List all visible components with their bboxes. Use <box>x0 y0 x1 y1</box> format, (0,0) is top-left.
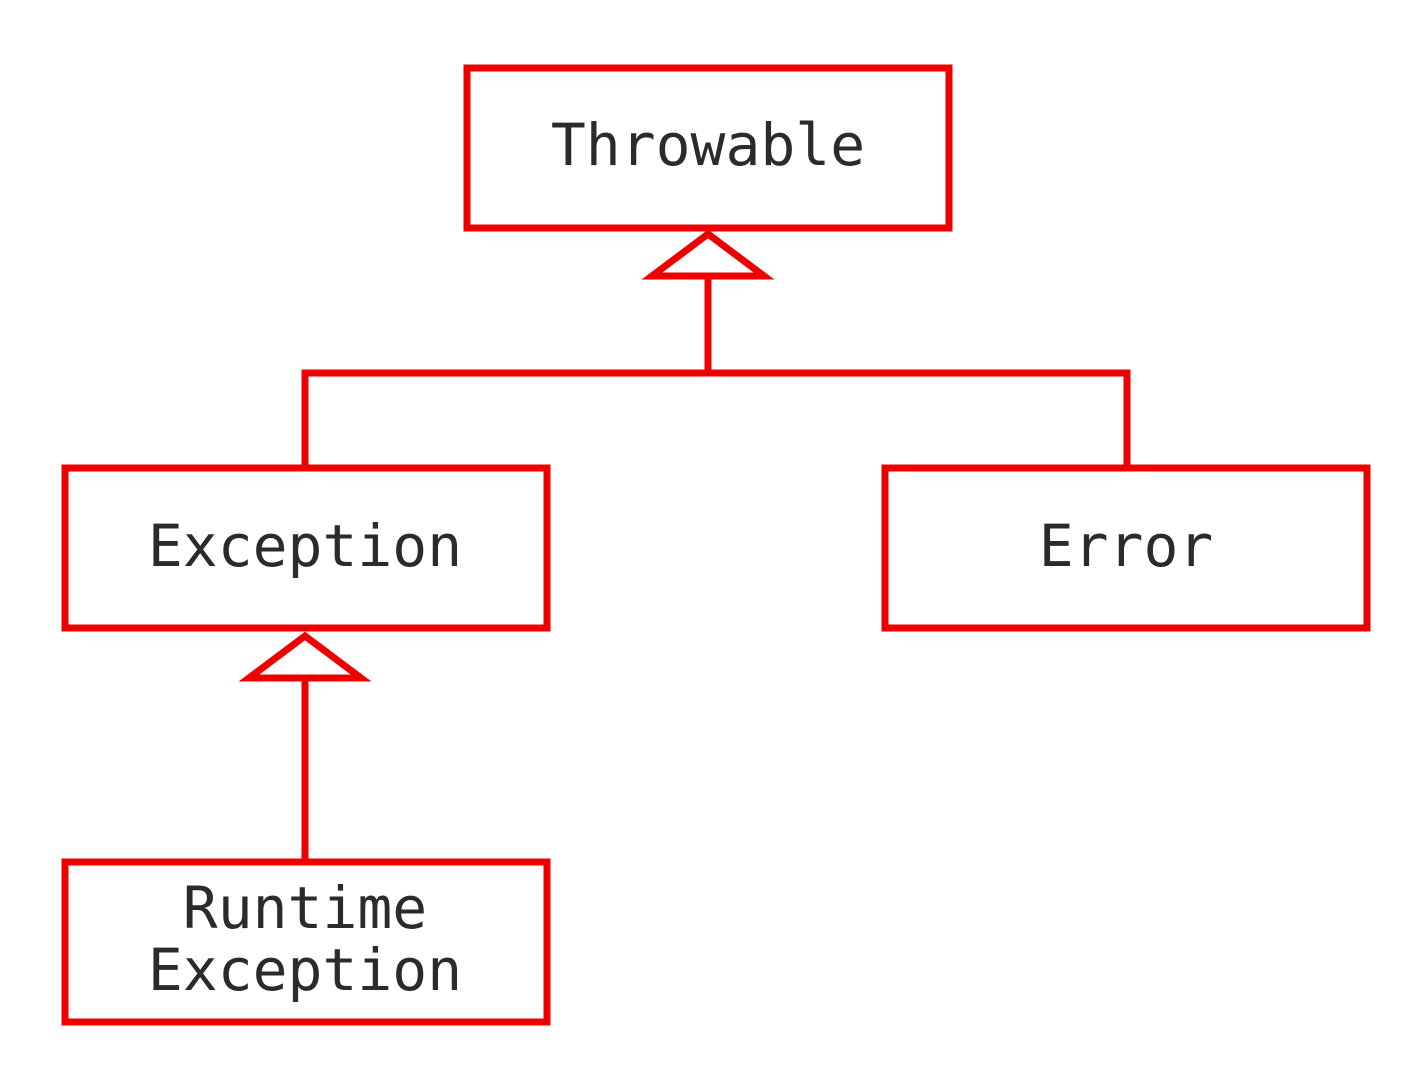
node-throwable-box <box>463 64 953 232</box>
node-throwable: Throwable <box>463 64 953 232</box>
node-error-box <box>881 464 1371 632</box>
node-runtime-exception-label-line-2: Exception <box>148 936 462 1004</box>
inheritance-arrow-icon <box>641 229 775 280</box>
node-runtime-exception-box <box>61 858 551 1026</box>
node-runtime-exception: Runtime Exception <box>61 858 551 1026</box>
node-exception: Exception <box>61 464 551 632</box>
node-error-label: Error <box>1039 512 1214 580</box>
node-runtime-exception-label-line-1: Runtime <box>183 874 427 942</box>
inheritance-edge-to-throwable <box>301 229 1131 466</box>
inheritance-arrow-icon <box>238 631 372 682</box>
inheritance-edge-to-exception <box>238 631 372 860</box>
node-throwable-label: Throwable <box>551 111 865 179</box>
node-error: Error <box>881 464 1371 632</box>
node-exception-box <box>61 464 551 632</box>
node-exception-label: Exception <box>148 512 462 580</box>
edge-exception-error-to-throwable <box>301 276 1131 466</box>
